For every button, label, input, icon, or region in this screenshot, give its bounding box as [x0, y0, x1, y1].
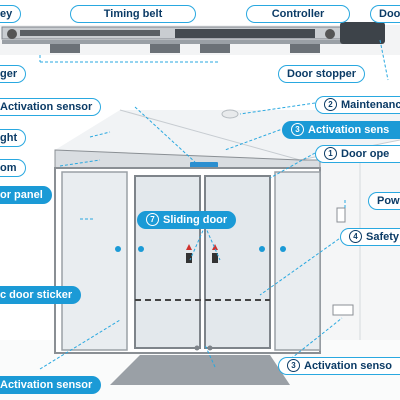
label-transom: om [0, 159, 26, 177]
safety-sensor-box [332, 304, 354, 316]
operator-mechanism [0, 22, 400, 81]
hanger-text: ger [0, 68, 18, 80]
door-operator-num: 1 [324, 147, 337, 160]
controller-text: Controller [271, 8, 325, 20]
maintenance-num: 2 [324, 98, 337, 111]
safety-text: Safety [366, 231, 400, 243]
sticker-dot-3 [259, 246, 265, 252]
door-frame [54, 167, 321, 354]
door-handle-left [186, 253, 192, 263]
door-sticker-text: c door sticker [0, 289, 73, 301]
light-text: ght [0, 132, 18, 144]
door-panel-text: or panel [0, 189, 43, 201]
safety-num: 4 [349, 230, 362, 243]
activation-sensor-top-left-text: Activation sensor [0, 101, 93, 113]
hanger-roller-3 [200, 44, 230, 53]
sliding-panel-right [204, 175, 271, 349]
label-sliding-door: 7 Sliding door [137, 211, 237, 229]
sticker-dot-2 [138, 246, 144, 252]
activation-sensor-top-right-num: 3 [291, 123, 304, 136]
label-light: ght [0, 129, 27, 147]
leader-lines [39, 102, 346, 370]
sliding-door-text: Sliding door [163, 214, 228, 226]
label-safety: 4 Safety [340, 228, 400, 246]
activation-sensor-bottom-right-num: 3 [287, 359, 300, 372]
label-door-top-right: Doo [370, 5, 400, 23]
label-controller: Controller [246, 5, 350, 23]
fixed-panel-right [274, 171, 321, 351]
label-door-stopper: Door stopper [278, 65, 366, 83]
label-timing-belt: Timing belt [70, 5, 196, 23]
hanger-roller-4 [290, 44, 320, 53]
label-activation-sensor-bottom-right: 3 Activation senso [278, 357, 400, 375]
power-switch [336, 207, 346, 223]
label-maintenance: 2 Maintenanc [315, 96, 400, 114]
floor-mat [110, 355, 290, 385]
activation-sensor-unit [190, 162, 218, 168]
label-hanger-top: Dooey [0, 5, 22, 23]
transom-text: om [0, 162, 17, 174]
maintenance-switch [221, 109, 239, 119]
activation-sensor-top-right-text: Activation sens [308, 124, 390, 136]
label-activation-sensor-top-right: 3 Activation sens [282, 121, 400, 139]
label-activation-sensor-bottom-left: Activation sensor [0, 376, 102, 394]
label-door-operator: 1 Door ope [315, 145, 400, 163]
door-stopper-text: Door stopper [287, 68, 357, 80]
label-door-panel: or panel [0, 186, 52, 204]
door-operator-text: Door ope [341, 148, 390, 160]
label-activation-sensor-top-left: Activation sensor [0, 98, 102, 116]
fixed-panel-left [61, 171, 128, 351]
label-door-sticker: c door sticker [0, 286, 82, 304]
power-text: Pow [377, 195, 400, 207]
motor-unit [340, 22, 385, 44]
maintenance-text: Maintenanc [341, 99, 400, 111]
controller-box [175, 29, 315, 38]
timing-belt [20, 30, 160, 36]
door-handle-right [212, 253, 218, 263]
door-top-right-text: Doo [379, 8, 400, 20]
activation-sensor-bottom-left-text: Activation sensor [0, 379, 93, 391]
hanger-roller-1 [50, 44, 80, 53]
sticker-dot-1 [115, 246, 121, 252]
label-power: Pow [368, 192, 400, 210]
sticker-dot-4 [280, 246, 286, 252]
timing-belt-text: Timing belt [103, 8, 163, 20]
sliding-door-num: 7 [146, 213, 159, 226]
label-hanger: ger [0, 65, 27, 83]
activation-sensor-bottom-right-text: Activation senso [304, 360, 393, 372]
hanger-roller-2 [150, 44, 180, 53]
